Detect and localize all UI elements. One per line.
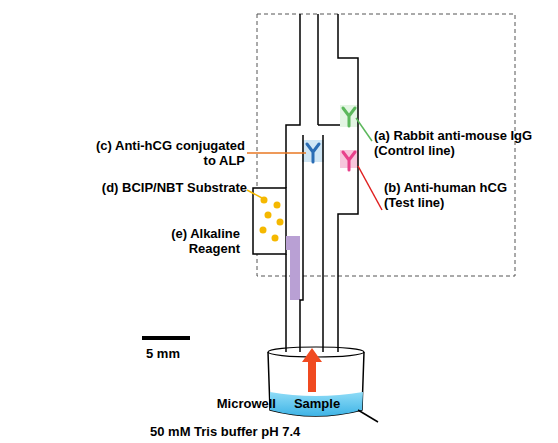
part-label: (d) BCIP/NBT Substrate xyxy=(92,180,247,195)
part-label: (e) Alkaline Reagent xyxy=(150,226,240,256)
substrate-pad xyxy=(253,188,286,254)
part-label: (c) Anti-hCG conjugated to ALP xyxy=(85,138,245,168)
part-label: (b) Anti-human hCG (Test line) xyxy=(384,180,534,210)
part-label: Microwell xyxy=(196,396,276,411)
scale-bar xyxy=(142,336,190,340)
alkaline-reagent xyxy=(286,236,300,300)
test-antibody xyxy=(343,152,355,170)
channel-walls xyxy=(286,14,358,370)
substrate-dots xyxy=(260,197,284,242)
leader-line xyxy=(247,190,262,198)
conjugate-antibody xyxy=(307,144,319,162)
part-label: 50 mM Tris buffer pH 7.4 xyxy=(150,424,450,439)
part-label: (a) Rabbit anti-mouse IgG (Control line) xyxy=(374,128,554,158)
sample-liquid xyxy=(270,392,363,416)
sample-region: Sample xyxy=(288,395,346,411)
leader-line xyxy=(356,118,372,141)
control-band xyxy=(340,105,358,127)
node-text: Sample xyxy=(294,396,340,411)
control-antibody xyxy=(343,108,355,126)
leader-line xyxy=(358,410,378,422)
leader-line xyxy=(358,166,382,210)
conjugate-band xyxy=(302,140,324,162)
flow-arrow xyxy=(302,348,322,392)
scale-label: 5 mm xyxy=(146,346,206,361)
leader-line xyxy=(247,152,306,154)
